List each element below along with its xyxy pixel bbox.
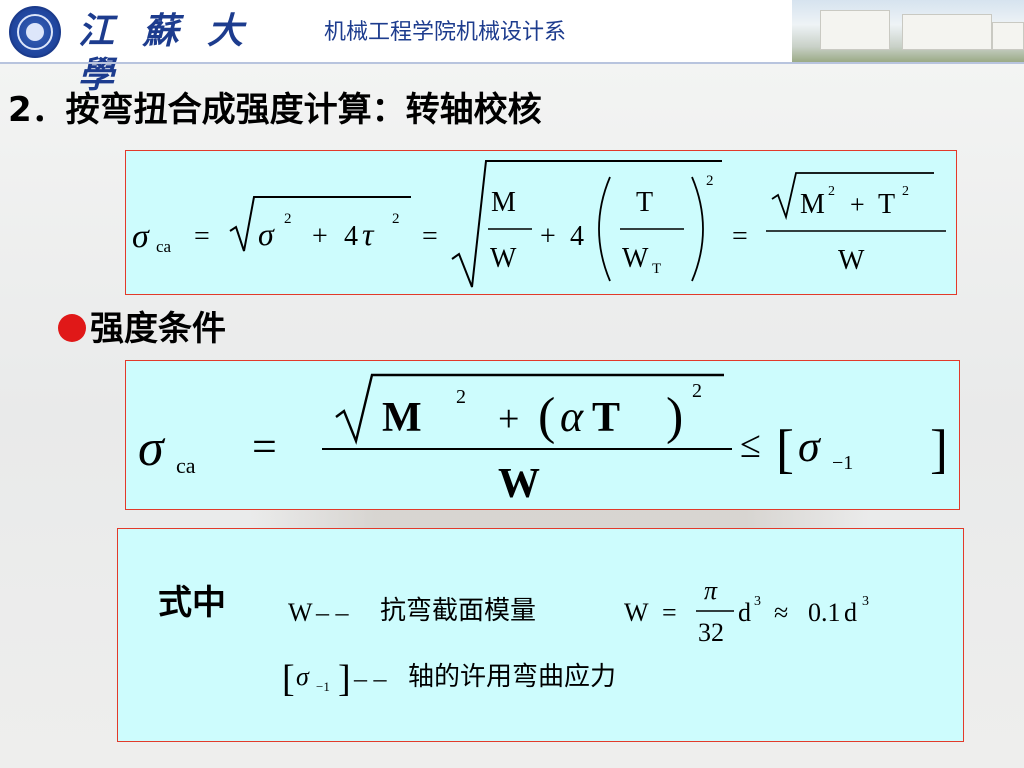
numerator-T: T [636, 187, 653, 218]
plus-sign: + [850, 190, 865, 219]
right-paren: ) [666, 388, 683, 445]
left-paren: ( [538, 388, 555, 445]
symbol-alpha: α [560, 392, 584, 441]
denominator-W: W [622, 243, 649, 274]
leq-sign: ≤ [740, 424, 761, 466]
subscript-ca: ca [156, 237, 172, 256]
radical-sign [335, 373, 724, 445]
right-bracket: ] [930, 419, 948, 479]
campus-building [902, 14, 992, 50]
equals-sign: = [252, 422, 277, 471]
section-label: 强度条件 [90, 309, 226, 349]
symbol-M: M [382, 395, 422, 441]
denominator-32: 32 [698, 618, 724, 647]
subscript-ca: ca [176, 453, 196, 478]
exponent-2: 2 [828, 184, 835, 199]
bullet-dot-icon [58, 314, 86, 342]
numerator-M: M [491, 187, 516, 218]
symbol-d: d [738, 598, 751, 627]
formula-box-strength-condition: σ ca = M 2 + ( α T ) 2 W ≤ [ σ −1 ] [125, 360, 960, 510]
symbol-tau: τ [362, 216, 375, 252]
campus-building [992, 22, 1024, 50]
plus-sign: + [312, 221, 328, 252]
symbol-sigma: σ [258, 216, 275, 252]
approx-sign: ≈ [774, 598, 788, 627]
university-name: 江 蘇 大 學 [78, 10, 252, 96]
W-lhs: W [624, 598, 649, 627]
denominator-W: W [498, 461, 540, 507]
formula-strength-condition: σ ca = M 2 + ( α T ) 2 W ≤ [ σ −1 ] [138, 373, 948, 507]
sigma-definition: 轴的许用弯曲应力 [408, 662, 616, 691]
exponent-2: 2 [692, 380, 702, 402]
equals-sign: = [194, 221, 210, 252]
symbol-pi: π [704, 576, 718, 605]
W-symbol: W [288, 598, 313, 627]
symbol-sigma: σ [138, 420, 166, 477]
exponent-2: 2 [284, 211, 292, 227]
equals-sign: = [732, 221, 748, 252]
equals-sign: = [422, 221, 438, 252]
symbol-sigma: σ [132, 218, 150, 255]
subscript-minus-1: −1 [832, 452, 853, 474]
exponent-2: 2 [456, 386, 466, 408]
formula-combined-stress: σ ca = σ 2 + 4 τ 2 = M W + 4 T W T 2 = M… [132, 160, 946, 288]
exponent-3: 3 [862, 594, 869, 609]
right-bracket: ] [338, 658, 351, 700]
denominator-W: W [838, 245, 865, 276]
right-paren [691, 176, 704, 282]
coefficient-4: 4 [570, 221, 584, 252]
radical-sign [229, 196, 411, 252]
radical-sign [451, 160, 722, 288]
slide-header: 江 蘇 大 學 机械工程学院机械设计系 [0, 0, 1024, 96]
symbol-d: d [844, 598, 857, 627]
left-bracket: [ [776, 419, 794, 479]
variable-definitions: W – – 抗弯截面模量 W = π 32 d 3 ≈ 0.1 d 3 [ σ … [282, 576, 869, 700]
coefficient-4: 4 [344, 221, 358, 252]
exponent-2: 2 [706, 173, 714, 189]
left-paren [598, 176, 611, 282]
subscript-minus-1: −1 [316, 679, 330, 694]
seal-core [26, 23, 44, 41]
campus-photo [792, 0, 1024, 62]
plus-sign: + [540, 221, 556, 252]
W-definition: 抗弯截面模量 [380, 596, 536, 625]
seal-ring [17, 14, 53, 50]
left-bracket: [ [282, 658, 295, 700]
radical-sign [771, 172, 934, 221]
symbol-sigma: σ [296, 662, 310, 691]
university-seal-icon [9, 6, 61, 58]
exponent-2: 2 [902, 184, 909, 199]
variable-definitions-box: W – – 抗弯截面模量 W = π 32 d 3 ≈ 0.1 d 3 [ σ … [117, 528, 964, 742]
campus-building [820, 10, 890, 50]
dash-separator: – – [315, 598, 350, 627]
symbol-T: T [878, 189, 895, 220]
section-heading: 强度条件 [58, 306, 226, 352]
coefficient: 0.1 [808, 598, 841, 627]
dash-separator: – – [353, 664, 388, 693]
symbol-T: T [592, 395, 620, 441]
symbol-M: M [800, 189, 825, 220]
exponent-2: 2 [392, 211, 400, 227]
equals-sign: = [662, 598, 677, 627]
symbol-sigma: σ [798, 422, 822, 471]
page-title: 2．按弯扭合成强度计算：转轴校核 [8, 90, 542, 130]
department-title: 机械工程学院机械设计系 [324, 20, 567, 45]
where-label: 式中 [158, 583, 226, 623]
denominator-W: W [490, 243, 517, 274]
header-divider [0, 62, 1024, 64]
formula-box-combined-stress: σ ca = σ 2 + 4 τ 2 = M W + 4 T W T 2 = M… [125, 150, 957, 295]
subscript-T: T [652, 261, 661, 277]
plus-sign: + [498, 398, 519, 440]
exponent-3: 3 [754, 594, 761, 609]
